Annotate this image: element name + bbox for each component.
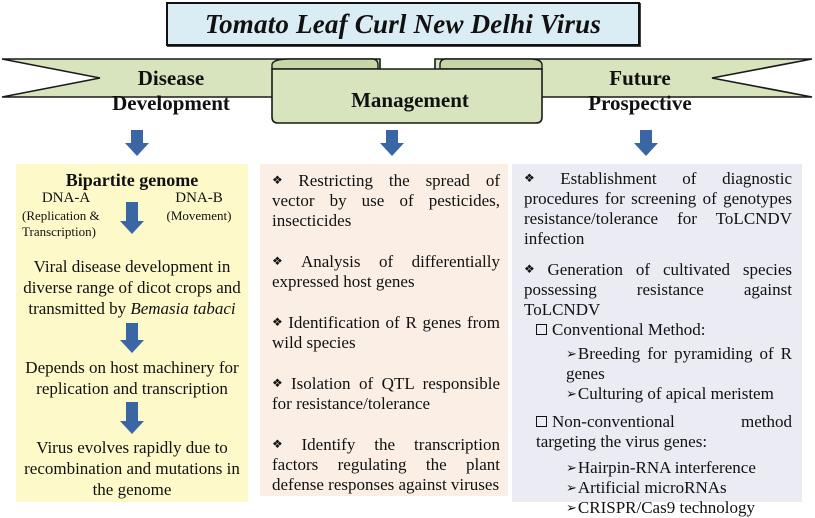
diamond-bullet-icon: ❖ bbox=[272, 376, 288, 390]
management-item: ❖Restricting the spread of vector by use… bbox=[272, 170, 500, 231]
step-host-machinery: Depends on host machinery for replicatio… bbox=[25, 358, 239, 398]
dna-a-role-line1: (Replication & bbox=[22, 208, 100, 223]
nonconventional-label: Non-conventional method targeting the vi… bbox=[536, 412, 792, 451]
arrowhead-bullet-icon: ➢ bbox=[566, 500, 577, 515]
label-management: Management bbox=[351, 88, 469, 112]
down-arrow-icon bbox=[120, 402, 144, 434]
dna-a-label: DNA-A bbox=[41, 190, 91, 206]
label-disease: Disease bbox=[137, 66, 205, 90]
nonconventional-sub-item: ➢Hairpin-RNA interference bbox=[524, 458, 792, 478]
management-item: ❖Isolation of QTL responsible for resist… bbox=[272, 373, 500, 414]
title-box: Tomato Leaf Curl New Delhi Virus bbox=[166, 2, 640, 46]
down-arrow-icon bbox=[120, 323, 144, 353]
management-item-text: Analysis of differentially expressed hos… bbox=[272, 252, 501, 291]
diamond-bullet-icon: ❖ bbox=[272, 254, 297, 268]
panel-disease-development: Bipartite genome DNA-A (Replication & Tr… bbox=[16, 164, 248, 502]
ribbon-label-management: Management bbox=[280, 88, 540, 113]
ribbon-banner bbox=[1, 58, 813, 124]
step1-text: Viral disease development in diverse ran… bbox=[23, 257, 241, 318]
management-item-text: Identification of R genes from wild spec… bbox=[272, 313, 501, 352]
conventional-label: Conventional Method: bbox=[552, 320, 706, 339]
nonconventional-method-heading: Non-conventional method targeting the vi… bbox=[524, 412, 792, 452]
future-item: ❖Establishment of diagnostic procedures … bbox=[524, 168, 792, 249]
sub-item-text: Culturing of apical meristem bbox=[577, 384, 774, 403]
sub-item-text: Artificial microRNAs bbox=[577, 478, 727, 497]
diamond-bullet-icon: ❖ bbox=[272, 173, 295, 187]
diamond-bullet-icon: ❖ bbox=[272, 437, 298, 451]
management-item: ❖Analysis of differentially expressed ho… bbox=[272, 251, 500, 292]
panel-future-prospective: ❖Establishment of diagnostic procedures … bbox=[512, 164, 802, 517]
dna-b-label: DNA-B bbox=[175, 190, 223, 206]
label-development: Development bbox=[112, 91, 230, 115]
vector-species-name: Bemasia tabaci bbox=[130, 299, 236, 318]
dna-b-block: DNA-B (Movement) bbox=[154, 190, 244, 224]
nonconventional-sub-item: ➢Artificial microRNAs bbox=[524, 478, 792, 498]
down-arrow-icon bbox=[634, 130, 658, 156]
step-virus-evolution: Virus evolves rapidly due to recombinati… bbox=[24, 438, 240, 499]
sub-item-text: Breeding for pyramiding of R genes bbox=[566, 344, 792, 383]
arrowhead-bullet-icon: ➢ bbox=[566, 460, 577, 475]
label-future: Future bbox=[609, 66, 671, 90]
ribbon-curl-right bbox=[439, 58, 543, 70]
ribbon-curl-left bbox=[271, 58, 379, 70]
ribbon-center bbox=[271, 68, 543, 124]
bipartite-genome-heading: Bipartite genome bbox=[65, 170, 199, 190]
management-item-text: Restricting the spread of vector by use … bbox=[272, 171, 500, 230]
dna-b-role: (Movement) bbox=[166, 208, 232, 223]
diamond-bullet-icon: ❖ bbox=[524, 262, 544, 276]
down-arrow-icon bbox=[120, 202, 144, 236]
diagram-title: Tomato Leaf Curl New Delhi Virus bbox=[204, 8, 602, 39]
ribbon-label-disease-development: Disease Development bbox=[96, 66, 246, 116]
diamond-bullet-icon: ❖ bbox=[272, 315, 285, 329]
nonconventional-sub-item: ➢CRISPR/Cas9 technology bbox=[524, 498, 792, 518]
arrowhead-bullet-icon: ➢ bbox=[566, 346, 577, 361]
arrowhead-bullet-icon: ➢ bbox=[566, 386, 577, 401]
conventional-sub-item: ➢Culturing of apical meristem bbox=[524, 384, 792, 404]
checkbox-square-icon bbox=[536, 416, 547, 427]
step-disease-development: Viral disease development in diverse ran… bbox=[16, 256, 248, 319]
diamond-bullet-icon: ❖ bbox=[524, 171, 557, 185]
management-item: ❖Identify the transcription factors regu… bbox=[272, 434, 500, 495]
conventional-sub-item: ➢Breeding for pyramiding of R genes bbox=[524, 344, 792, 384]
management-item: ❖Identification of R genes from wild spe… bbox=[272, 312, 500, 353]
management-item-text: Isolation of QTL responsible for resista… bbox=[272, 374, 501, 413]
down-arrow-icon bbox=[380, 130, 404, 156]
sub-item-text: CRISPR/Cas9 technology bbox=[577, 498, 756, 517]
label-prospective: Prospective bbox=[588, 91, 692, 115]
down-arrow-icon bbox=[125, 130, 149, 156]
dna-a-role-line2: Transcription) bbox=[22, 224, 96, 239]
panel-management: ❖Restricting the spread of vector by use… bbox=[260, 164, 508, 496]
management-item-text: Identify the transcription factors regul… bbox=[272, 435, 500, 494]
ribbon-label-future-prospective: Future Prospective bbox=[565, 66, 715, 116]
future-item-text: Establishment of diagnostic procedures f… bbox=[524, 169, 792, 248]
dna-a-block: DNA-A (Replication & Transcription) bbox=[16, 190, 116, 240]
sub-item-text: Hairpin-RNA interference bbox=[577, 458, 756, 477]
checkbox-square-icon bbox=[536, 324, 547, 335]
conventional-method-heading: Conventional Method: bbox=[524, 320, 792, 340]
arrowhead-bullet-icon: ➢ bbox=[566, 480, 577, 495]
future-item: ❖Generation of cultivated species posses… bbox=[524, 259, 792, 320]
future-item-text: Generation of cultivated species possess… bbox=[524, 260, 792, 319]
